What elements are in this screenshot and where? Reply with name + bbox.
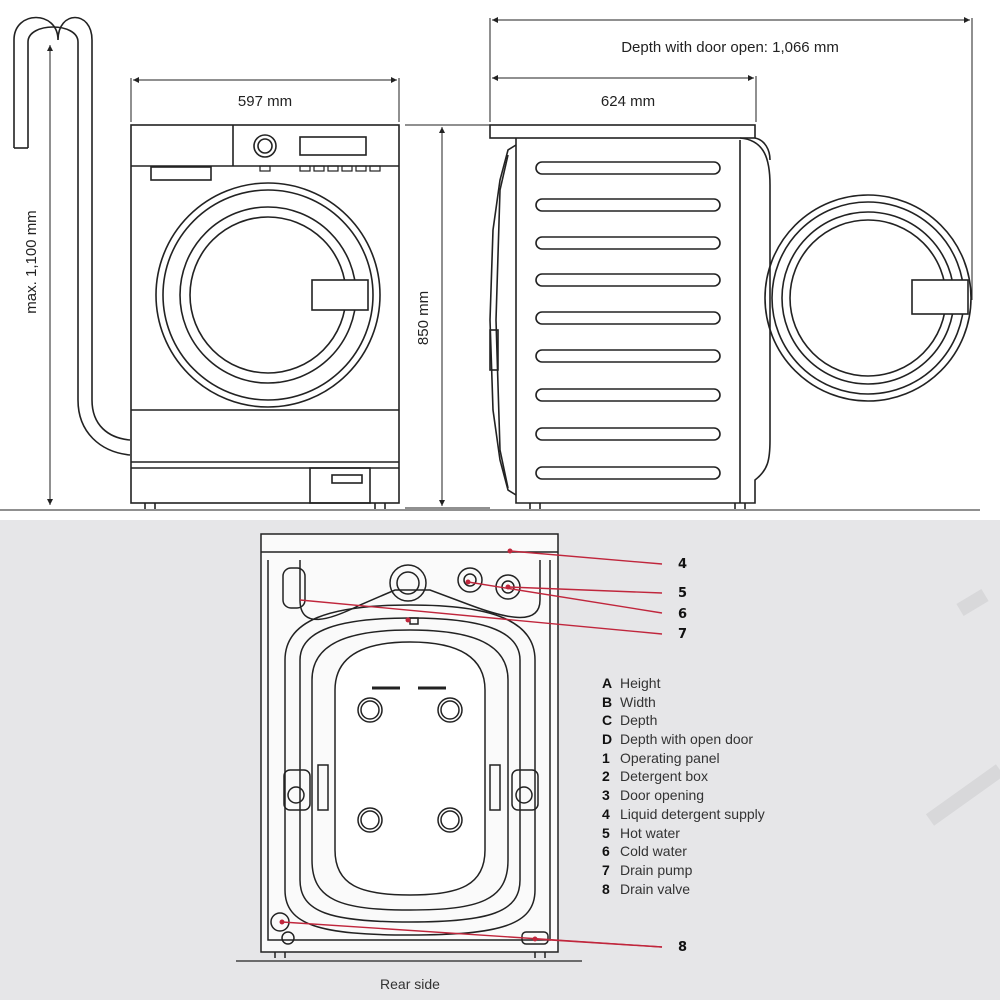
depth-door-open-dimension [489,17,973,300]
front-cabinet [130,124,400,504]
height-label: 850 mm [415,291,432,345]
rear-back-panel [334,641,486,896]
front-view [13,16,400,509]
side-door-profile [489,144,517,496]
drain-pump-port [389,564,427,602]
decorative-watermark [925,588,1000,826]
height-dimension [405,124,490,509]
side-top-panel [489,124,756,139]
rear-view [260,533,559,958]
width-label: 597 mm [238,93,292,110]
callout-lines [281,550,663,948]
depth-label: 624 mm [601,93,655,110]
side-view [489,124,972,509]
open-door-outer [764,194,972,402]
side-cabinet [515,137,771,504]
callout-8: 8 [678,940,687,955]
water-inlets [457,567,483,593]
callout-7: 7 [678,627,687,642]
depth-dimension [492,75,757,122]
callout-5: 5 [678,586,687,601]
detergent-drawer [150,166,212,181]
open-door-handle [911,279,969,315]
drain-flap [309,467,371,504]
door-outer-ring [155,182,381,408]
depth-door-open-label: Depth with door open: 1,066 mm [621,39,839,56]
width-dimension [130,77,400,122]
side-vents [535,161,721,480]
callout-6: 6 [678,607,687,622]
rear-tub [299,560,541,621]
callout-4: 4 [678,557,687,572]
drain-hose [13,16,131,441]
door-handle [311,279,369,311]
rear-side-label: Rear side [380,976,440,992]
display [299,136,367,156]
max-height-label: max. 1,100 mm [23,210,40,313]
program-knob [253,134,277,158]
